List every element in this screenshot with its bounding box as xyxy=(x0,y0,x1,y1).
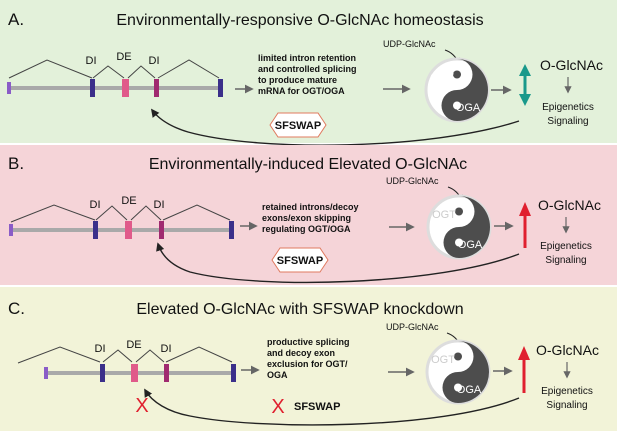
exon-decoy xyxy=(131,364,138,382)
splice-junction xyxy=(157,59,220,79)
exon xyxy=(7,82,11,94)
sfswap-label: SFSWAP xyxy=(294,401,340,413)
exon-label-de: DE xyxy=(121,195,136,207)
up-arrow-icon xyxy=(519,202,531,248)
splice-junction xyxy=(10,204,96,223)
knockdown-x-icon: X xyxy=(271,396,284,418)
feedback-arrow xyxy=(150,108,520,146)
exon-label-di: DI xyxy=(149,55,160,67)
splice-junction xyxy=(95,205,128,221)
udp-glcnac-label: UDP-GlcNAc xyxy=(386,322,439,332)
exon xyxy=(9,224,13,236)
exon-decoy xyxy=(122,79,129,97)
blocked-x-icon: X xyxy=(135,395,148,417)
sfswap-box xyxy=(269,112,327,138)
exon-decoy xyxy=(125,221,132,239)
panel-a-title: Environmentally-responsive O-GlcNAc home… xyxy=(116,12,483,29)
mechanism-line: and controlled splicing xyxy=(258,64,357,74)
oglcnac-label: O-GlcNAc xyxy=(538,197,601,213)
exon-label-di: DI xyxy=(154,199,165,211)
panel-b-title: Environmentally-induced Elevated O-GlcNA… xyxy=(149,156,467,173)
splice-junction xyxy=(162,204,231,221)
up-arrow-icon xyxy=(518,346,530,393)
splice-junction xyxy=(8,59,93,79)
panel-c-title: Elevated O-GlcNAc with SFSWAP knockdown xyxy=(136,301,463,318)
mechanism-line: retained introns/decoy xyxy=(262,202,359,212)
exon xyxy=(164,364,169,382)
mechanism-line: productive splicing xyxy=(267,337,350,347)
ogt-oga-yin-yang-icon xyxy=(425,339,491,405)
udp-glcnac-label: UDP-GlcNAc xyxy=(386,176,439,186)
panel-a: A. Environmentally-responsive O-GlcNAc h… xyxy=(0,0,617,146)
mechanism-line: to produce mature xyxy=(258,75,337,85)
splice-junction xyxy=(17,346,101,364)
exon-label-de: DE xyxy=(126,339,141,351)
mechanism-line: and decoy exon xyxy=(267,348,335,358)
panel-c-letter: C. xyxy=(8,299,25,318)
feedback-arrow xyxy=(156,242,520,284)
splice-junction xyxy=(165,346,233,363)
exon xyxy=(229,221,234,239)
exon xyxy=(44,367,48,379)
oga-label: OGA xyxy=(456,102,481,114)
outcome-signaling: Signaling xyxy=(547,116,588,127)
ogt-oga-yin-yang-icon xyxy=(424,57,490,123)
ogt-label: OGT xyxy=(431,354,455,366)
exon xyxy=(154,79,159,97)
exon xyxy=(218,79,223,97)
exon xyxy=(93,221,98,239)
mechanism-line: limited intron retention xyxy=(258,53,356,63)
exon xyxy=(231,364,236,382)
exon-label-di: DI xyxy=(90,199,101,211)
panel-b-letter: B. xyxy=(8,154,24,173)
ogt-oga-yin-yang-icon xyxy=(426,194,492,260)
sfswap-label: SFSWAP xyxy=(275,120,321,132)
sfswap-label: SFSWAP xyxy=(277,255,323,267)
panel-c-background xyxy=(0,287,617,431)
exon xyxy=(90,79,95,97)
exon-label-di: DI xyxy=(86,55,97,67)
oglcnac-label: O-GlcNAc xyxy=(536,342,599,358)
exon-label-di: DI xyxy=(161,343,172,355)
panel-b-gene: DI DE DI xyxy=(9,195,234,239)
exon-label-di: DI xyxy=(95,343,106,355)
splice-junction xyxy=(102,349,133,363)
mechanism-line: regulating OGT/OGA xyxy=(262,224,351,234)
panel-c: C. Elevated O-GlcNAc with SFSWAP knockdo… xyxy=(0,287,617,431)
panel-a-letter: A. xyxy=(8,10,24,29)
sfswap-box xyxy=(271,247,329,273)
feedback-arrow xyxy=(144,388,520,426)
oglcnac-label: O-GlcNAc xyxy=(540,57,603,73)
ogt-label: OGT xyxy=(430,72,454,84)
ogt-label: OGT xyxy=(432,209,456,221)
exon xyxy=(159,221,164,239)
mechanism-line: exons/exon skipping xyxy=(262,213,351,223)
outcome-epigenetics: Epigenetics xyxy=(540,241,592,252)
oga-label: OGA xyxy=(457,384,482,396)
bidirectional-arrow-icon xyxy=(519,64,531,106)
oga-label: OGA xyxy=(458,239,483,251)
outcome-epigenetics: Epigenetics xyxy=(541,386,593,397)
splice-junction xyxy=(135,349,165,363)
mechanism-line: exclusion for OGT/ xyxy=(267,359,348,369)
panel-c-gene: DI DE DI xyxy=(17,339,236,382)
exon-label-de: DE xyxy=(116,51,131,63)
panel-b: B. Environmentally-induced Elevated O-Gl… xyxy=(0,145,617,285)
mechanism-line: OGA xyxy=(267,370,288,380)
mechanism-line: mRNA for OGT/OGA xyxy=(258,86,345,96)
outcome-signaling: Signaling xyxy=(546,400,587,411)
outcome-epigenetics: Epigenetics xyxy=(542,102,594,113)
udp-glcnac-label: UDP-GlcNAc xyxy=(383,39,436,49)
panel-a-gene: DI DE DI xyxy=(7,51,223,97)
splice-junction xyxy=(130,205,162,221)
exon xyxy=(100,364,105,382)
splice-junction xyxy=(92,65,125,79)
outcome-signaling: Signaling xyxy=(545,255,586,266)
splice-junction xyxy=(127,65,156,79)
